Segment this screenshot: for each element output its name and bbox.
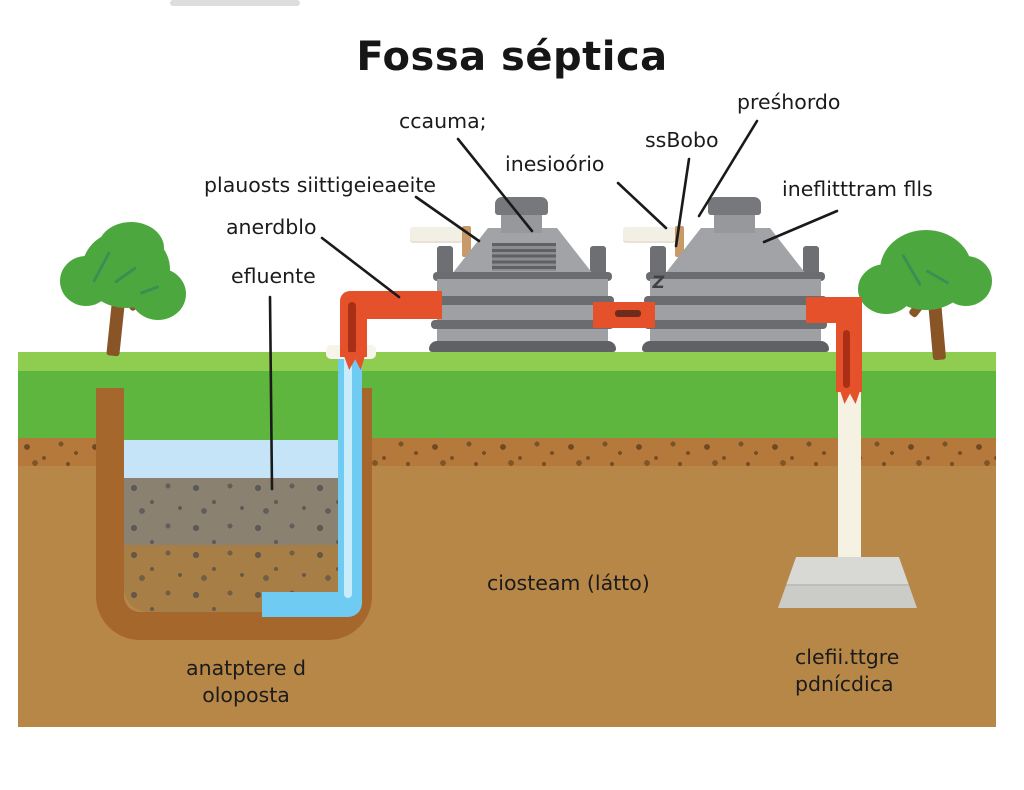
label-effluent: efluente <box>231 264 316 288</box>
pit-interior <box>124 388 344 612</box>
tank-body <box>437 279 608 352</box>
septic-tank-1 <box>410 195 625 355</box>
label-pit-line2: oloposta <box>202 683 290 707</box>
label-anaerobic: anerdblo <box>226 215 317 239</box>
tank-shoulder-band <box>646 272 825 281</box>
diagram-title: Fossa séptica <box>356 34 668 80</box>
connector-pipe-mark <box>615 310 641 317</box>
grass-top-strip <box>18 352 996 372</box>
tank-riser-neck <box>501 212 542 233</box>
inlet-fitting <box>410 227 463 241</box>
inlet-pipe-drip <box>342 352 366 370</box>
septic-tank-2: Z <box>623 195 838 355</box>
label-filter-line2: pdnícdica <box>795 672 894 696</box>
tank-rib <box>431 296 614 305</box>
tank-base-rim <box>429 341 616 352</box>
artifact-smudge <box>170 0 300 6</box>
inlet-pipe-streak <box>348 302 356 354</box>
tank-vent-grille <box>492 243 556 271</box>
pit-water-layer <box>124 440 344 478</box>
tree-canopy <box>98 222 164 274</box>
pit-sludge-upper <box>124 478 344 545</box>
label-pit-line1: anatptere d <box>186 656 306 680</box>
leach-chamber <box>778 557 917 608</box>
tank-shoulder-band <box>433 272 612 281</box>
tank-post <box>590 246 606 278</box>
tank-rib <box>644 320 827 329</box>
label-vent: ssBobo <box>645 128 719 152</box>
tree-left <box>60 222 190 357</box>
tank-post <box>650 246 666 278</box>
tank-body <box>650 279 821 352</box>
tank-dome <box>665 228 806 274</box>
label-pit: anatptere d oloposta <box>146 655 346 709</box>
tank-rib <box>644 296 827 305</box>
tank-base-rim <box>642 341 829 352</box>
effluent-pipe-highlight <box>344 354 352 598</box>
label-infiltration: ineflitttram flls <box>782 177 933 201</box>
tree-canopy <box>130 268 186 320</box>
outlet-pipe-streak <box>843 330 850 388</box>
tank-marking: Z <box>650 273 666 293</box>
tank-riser-neck <box>714 212 755 233</box>
tank-post <box>437 246 453 278</box>
label-scum: ccauma; <box>399 109 487 133</box>
label-inspection: inesioório <box>505 152 605 176</box>
tank-post <box>803 246 819 278</box>
label-filter-line1: clefii.ttgre <box>795 645 900 669</box>
tank-rib <box>431 320 614 329</box>
inspection-fitting <box>623 227 676 241</box>
tree-right <box>858 226 993 361</box>
tank-riser-cap <box>708 197 761 215</box>
tank-riser-cap <box>495 197 548 215</box>
label-inlet-baffle: plauosts siittigeieaeite <box>204 173 437 197</box>
pit-grass-layer <box>124 388 344 440</box>
label-lid: preśhordo <box>737 90 841 114</box>
label-system: ciosteam (látto) <box>487 571 650 595</box>
tree-canopy <box>858 264 914 314</box>
label-filter: clefii.ttgre pdnícdica <box>795 644 899 698</box>
drain-pipe <box>838 352 861 562</box>
